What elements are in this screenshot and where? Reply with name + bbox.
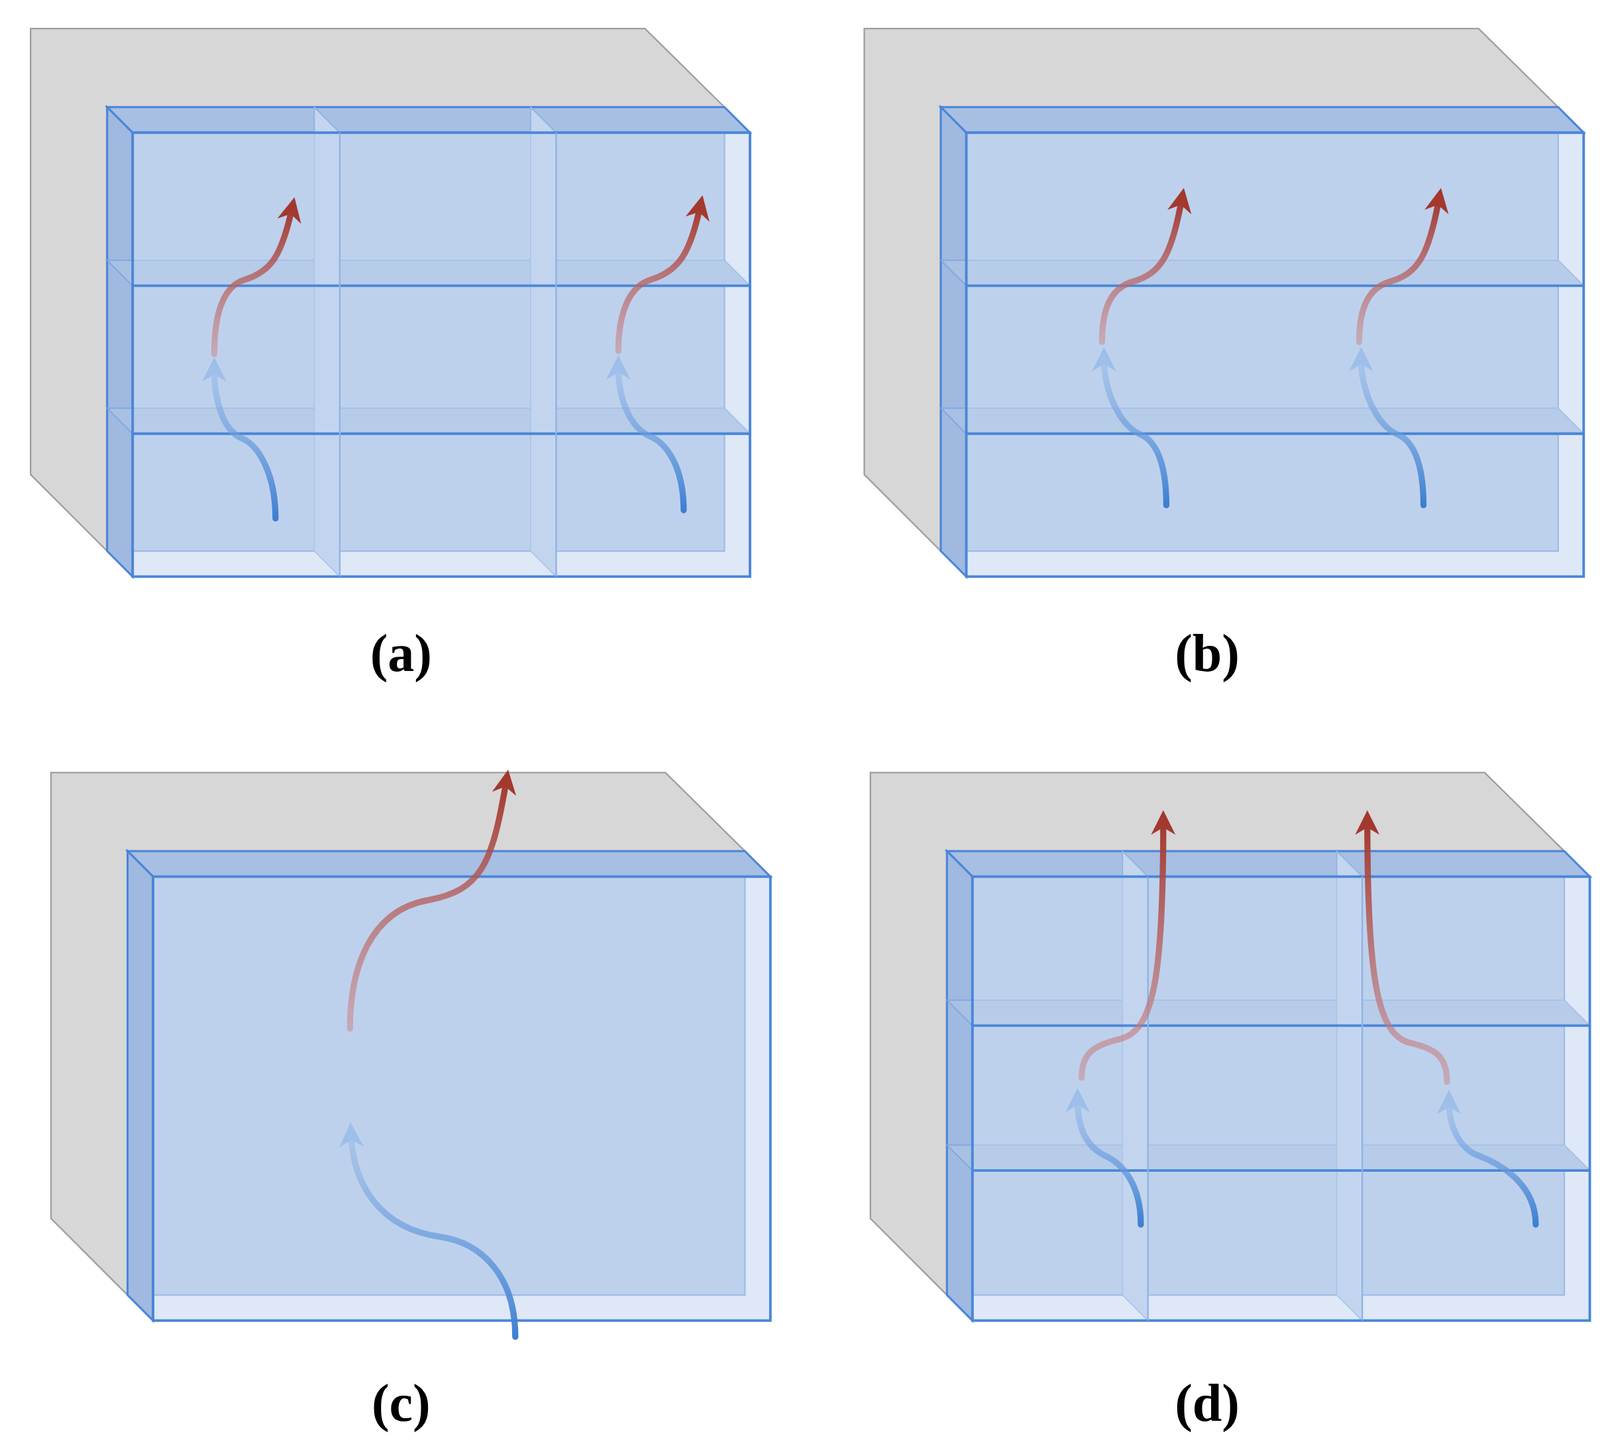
joint-edge <box>972 1024 1591 1027</box>
warm-flow-arrow <box>1081 822 1164 1078</box>
joint-edge <box>1361 876 1363 1321</box>
panel-label: (c) <box>371 1376 431 1430</box>
joint-edge <box>1147 876 1149 1321</box>
insulation-front <box>966 132 1585 577</box>
insulation-front <box>132 132 750 577</box>
cold-flow-arrow <box>1448 1102 1536 1226</box>
warm-flow-arrow <box>618 207 700 352</box>
cold-flow-arrow <box>618 367 684 511</box>
warm-flow-arrow <box>213 209 292 355</box>
cold-flow-arrow <box>1077 1100 1141 1226</box>
insulation-side <box>940 107 967 578</box>
insulation-top <box>127 851 771 878</box>
panel-label: (a) <box>370 626 432 680</box>
panel-label: (b) <box>1174 626 1240 680</box>
panel-label: (d) <box>1174 1376 1240 1430</box>
insulation-front <box>153 876 771 1321</box>
joint-edge <box>966 284 1585 287</box>
insulation-side <box>107 107 134 578</box>
insulation-side <box>946 851 973 1322</box>
insulation-side <box>127 851 154 1322</box>
wall-panel <box>30 28 750 577</box>
joint-edge <box>972 1169 1591 1173</box>
cold-flow-arrow <box>351 1134 516 1337</box>
joint-edge <box>339 132 341 577</box>
warm-flow-arrow <box>349 781 507 1029</box>
wall-panel <box>870 772 1591 1321</box>
insulation-top <box>940 107 1584 134</box>
cold-flow-arrow <box>1103 359 1167 505</box>
wall-panel <box>864 28 1585 577</box>
warm-flow-arrow <box>1367 822 1447 1082</box>
insulation-top <box>107 107 750 134</box>
joint-edge <box>966 432 1585 436</box>
cold-flow-arrow <box>213 369 275 519</box>
wall-panel <box>51 772 771 1337</box>
warm-flow-arrow <box>1359 200 1440 342</box>
joint-edge <box>132 284 750 287</box>
insulation-top <box>946 851 1590 878</box>
warm-flow-arrow <box>1101 200 1182 342</box>
joint-edge <box>132 432 750 436</box>
joint-edge <box>555 132 557 577</box>
insulation-front <box>972 876 1591 1321</box>
cold-flow-arrow <box>1361 359 1424 505</box>
